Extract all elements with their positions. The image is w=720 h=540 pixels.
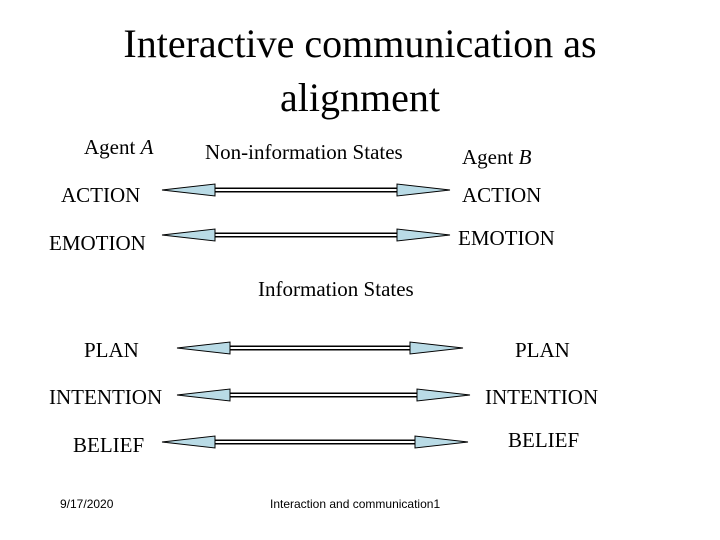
- footer-caption: Interaction and communication1: [270, 498, 440, 510]
- belief-left-label: BELIEF: [73, 433, 145, 457]
- plan-arrow: [176, 341, 464, 355]
- action-arrowhead-left: [161, 183, 216, 197]
- plan-left-label: PLAN: [84, 338, 139, 362]
- title-line-1: Interactive communication as: [123, 21, 597, 66]
- footer-caption-text: Interaction and communication: [270, 497, 434, 511]
- agent-a-letter: A: [140, 135, 154, 159]
- agent-a-prefix: Agent: [84, 135, 141, 159]
- agent-b-prefix: Agent: [462, 145, 519, 169]
- intention-left-label: INTENTION: [49, 385, 163, 409]
- action-right-label: ACTION: [462, 183, 542, 207]
- agent-a-label: Agent A: [84, 137, 153, 158]
- emotion-left-label: EMOTION: [49, 231, 146, 255]
- action-left-label: ACTION: [61, 183, 141, 207]
- plan-arrowhead-right: [409, 341, 464, 355]
- intention-arrow: [176, 388, 471, 402]
- belief-arrow: [161, 435, 469, 449]
- intention-arrowhead-left: [176, 388, 231, 402]
- intention-arrowhead-right: [416, 388, 471, 402]
- information-states-label: Information States: [258, 277, 414, 301]
- emotion-arrowhead-right: [396, 228, 451, 242]
- intention-right-label: INTENTION: [485, 385, 599, 409]
- emotion-right-label: EMOTION: [458, 226, 555, 250]
- belief-arrowhead-right: [414, 435, 469, 449]
- emotion-arrow: [161, 228, 451, 242]
- non-information-states-label: Non-information States: [205, 140, 403, 164]
- belief-right-label: BELIEF: [508, 428, 580, 452]
- title-line-2: alignment: [280, 75, 440, 120]
- emotion-arrowhead-left: [161, 228, 216, 242]
- agent-b-label: Agent B: [462, 147, 531, 168]
- agent-b-letter: B: [518, 145, 532, 169]
- footer-page-number: 1: [433, 497, 441, 511]
- action-arrowhead-right: [396, 183, 451, 197]
- action-arrow: [161, 183, 451, 197]
- plan-arrowhead-left: [176, 341, 231, 355]
- footer-date: 9/17/2020: [60, 497, 114, 511]
- plan-right-label: PLAN: [515, 338, 570, 362]
- belief-arrowhead-left: [161, 435, 216, 449]
